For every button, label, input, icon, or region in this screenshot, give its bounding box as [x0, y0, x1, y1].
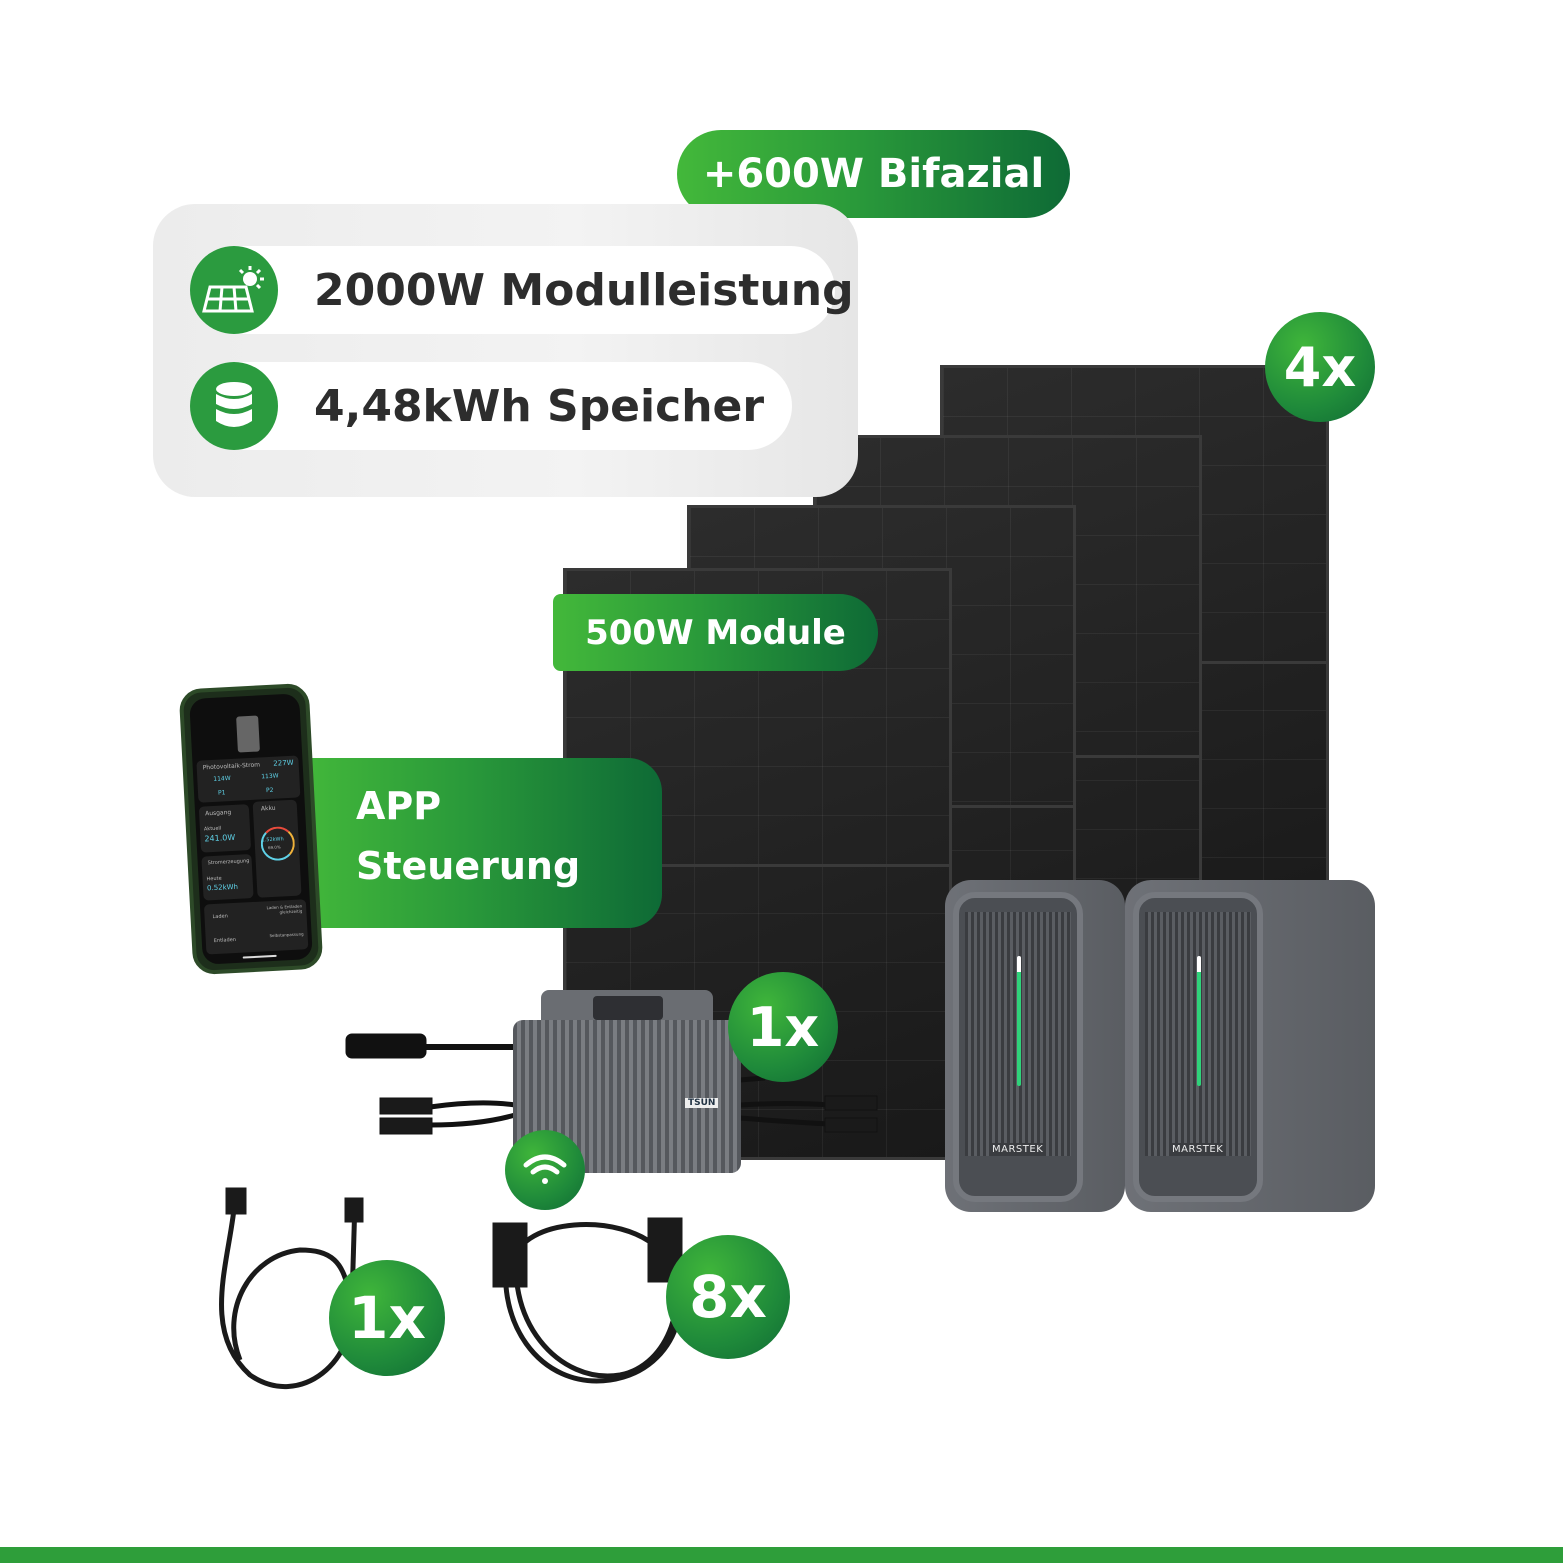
app-line1: APP	[356, 784, 442, 828]
battery-brand: MARSTEK	[1169, 1143, 1227, 1156]
database-storage-icon	[190, 362, 278, 450]
battery-led	[1197, 956, 1201, 1086]
solar-panel-icon	[190, 246, 278, 334]
dc-cable-count-badge: 8x	[666, 1235, 790, 1359]
footer-bar	[0, 1547, 1563, 1563]
battery-unit-2: MARSTEK	[1125, 880, 1375, 1212]
app-control-badge: APP Steuerung	[300, 758, 662, 928]
inverter-count-badge: 1x	[728, 972, 838, 1082]
panel-count-badge: 4x	[1265, 312, 1375, 422]
module-badge: 500W Module	[553, 594, 878, 671]
spec-module-power: 2000W Modulleistung	[190, 246, 854, 334]
spec-text: 2000W Modulleistung	[314, 264, 854, 316]
ac-cable-count-badge: 1x	[329, 1260, 445, 1376]
wifi-icon	[505, 1130, 585, 1210]
inverter-ac-cable	[345, 1033, 878, 1135]
battery-led	[1017, 956, 1021, 1086]
app-line2: Steuerung	[356, 844, 581, 888]
dc-extension-cables	[492, 1217, 683, 1384]
battery-unit-1: MARSTEK	[945, 880, 1125, 1212]
microinverter: TSUN	[513, 990, 741, 1173]
bifacial-badge: +600W Bifazial	[677, 130, 1070, 218]
spec-text: 4,48kWh Speicher	[314, 380, 765, 432]
spec-storage: 4,48kWh Speicher	[190, 362, 792, 450]
battery-brand: MARSTEK	[989, 1143, 1047, 1156]
inverter-brand: TSUN	[685, 1098, 719, 1108]
